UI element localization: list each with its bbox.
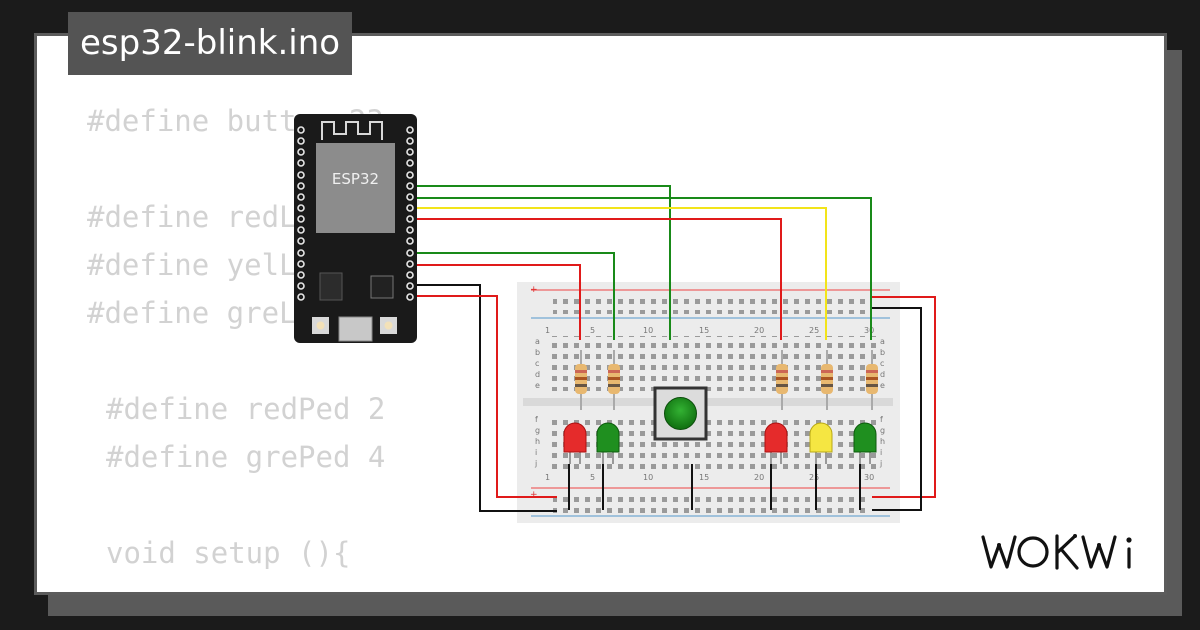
row-label-e: e — [535, 381, 540, 390]
wire-gnd-right[interactable] — [872, 307, 922, 511]
col-num-25-top: 25 — [809, 326, 819, 335]
col-num-10-top: 10 — [643, 326, 653, 335]
col-num-5-bottom: 5 — [590, 473, 595, 482]
pushbutton-body — [653, 386, 708, 441]
row-label-j: j — [534, 459, 537, 468]
row-label-i: i — [535, 448, 537, 457]
resistor-4[interactable] — [821, 350, 833, 410]
resistor-3[interactable] — [776, 350, 788, 410]
col-num-25-bottom: 25 — [809, 473, 819, 482]
col-num-10-bottom: 10 — [643, 473, 653, 482]
antenna-trace — [321, 121, 383, 140]
wokwi-logo-mark — [981, 534, 1132, 570]
col-num-20-top: 20 — [754, 326, 764, 335]
boot-button-cap — [384, 321, 393, 330]
code-line-6: #define grePed 4 — [106, 440, 386, 474]
center-channel — [523, 398, 893, 406]
row-label-f-right: f — [880, 415, 883, 424]
top-rail-holes[interactable] — [553, 294, 869, 314]
usb-uart-chip — [370, 275, 394, 299]
esp32-board[interactable]: ESP32 — [294, 114, 417, 343]
row-label-e-right: e — [880, 381, 885, 390]
bottom-rail-holes[interactable] — [553, 493, 869, 513]
code-line-7: void setup (){ — [106, 536, 351, 570]
row-label-g: g — [535, 426, 540, 435]
wokwi-logo — [979, 531, 1147, 579]
file-title: esp32-blink.ino — [68, 12, 353, 75]
row-label-i-right: i — [880, 448, 882, 457]
resistor-5[interactable] — [866, 350, 878, 410]
row-label-b-right: b — [880, 348, 885, 357]
rail-plus-mark-bottom: + — [530, 490, 538, 500]
wire-green-ped[interactable] — [412, 252, 615, 340]
row-label-d-right: d — [880, 370, 885, 379]
row-label-a-right: a — [880, 337, 885, 346]
col-num-15-bottom: 15 — [699, 473, 709, 482]
wire-green-button[interactable] — [412, 185, 671, 340]
led-yellow[interactable] — [809, 422, 833, 464]
wire-yellow-led[interactable] — [412, 207, 827, 340]
resistor-1[interactable] — [575, 350, 587, 410]
col-num-15-top: 15 — [699, 326, 709, 335]
wire-red-led[interactable] — [412, 218, 782, 340]
rail-plus-mark-top: + — [530, 285, 538, 295]
wire-gnd-left[interactable] — [412, 284, 557, 512]
esp32-module — [316, 143, 395, 233]
wires[interactable] — [412, 185, 936, 512]
col-num-20-bottom: 20 — [754, 473, 764, 482]
resistors[interactable] — [575, 350, 878, 410]
led-red[interactable] — [764, 422, 788, 464]
wire-red-ped[interactable] — [412, 264, 581, 340]
usb-connector[interactable] — [338, 316, 373, 342]
en-button-cap — [316, 321, 325, 330]
breadboard[interactable]: a b c d e f g h i j a b c d e f g h i j … — [517, 282, 900, 523]
col-num-1-bottom: 1 — [545, 473, 550, 482]
col-num-1-top: 1 — [545, 326, 550, 335]
wire-green-led[interactable] — [412, 197, 872, 340]
col-num-5-top: 5 — [590, 326, 595, 335]
row-label-a: a — [535, 337, 540, 346]
led-green[interactable] — [853, 422, 877, 464]
row-label-g-right: g — [880, 426, 885, 435]
esp32-module-label: ESP32 — [332, 170, 379, 188]
code-line-5: #define redPed 2 — [106, 392, 386, 426]
row-label-j-right: j — [879, 459, 882, 468]
col-num-30-top: 30 — [864, 326, 874, 335]
row-label-b: b — [535, 348, 540, 357]
leds[interactable] — [563, 422, 877, 464]
wire-vcc-left[interactable] — [412, 295, 557, 498]
col-num-30-bottom: 30 — [864, 473, 874, 482]
row-label-d: d — [535, 370, 540, 379]
row-label-h: h — [535, 437, 540, 446]
pushbutton-cap[interactable] — [664, 397, 697, 430]
resistor-2[interactable] — [608, 350, 620, 410]
led-red-ped[interactable] — [563, 422, 587, 464]
row-label-c-right: c — [880, 359, 884, 368]
wire-vcc-right[interactable] — [872, 296, 936, 498]
row-label-h-right: h — [880, 437, 885, 446]
row-label-f: f — [535, 415, 538, 424]
row-label-c: c — [535, 359, 539, 368]
regulator-chip — [319, 272, 343, 301]
esp32-pins[interactable] — [297, 126, 414, 301]
pushbutton[interactable] — [653, 386, 708, 441]
led-green-ped[interactable] — [596, 422, 620, 464]
